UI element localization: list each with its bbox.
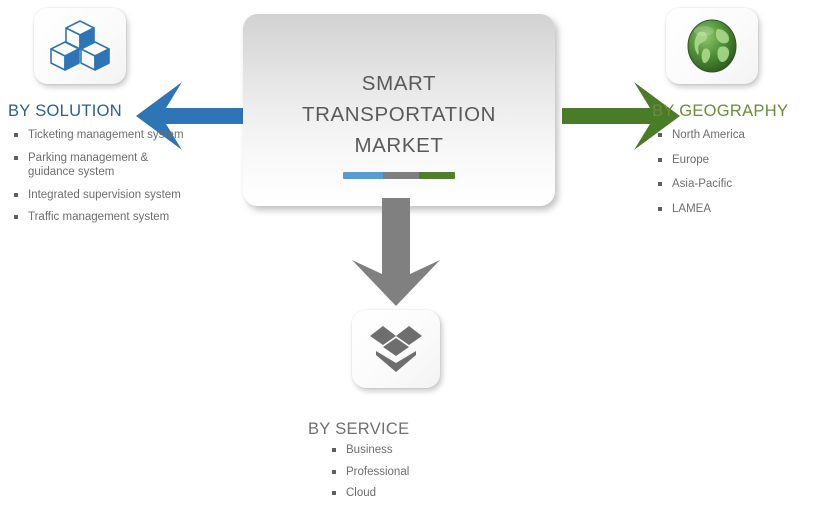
- list-item: Integrated supervision system: [8, 188, 188, 203]
- list-item: Asia-Pacific: [652, 177, 822, 192]
- solution-icon-card: [34, 8, 126, 84]
- accent-segment-gray: [383, 172, 420, 179]
- list-item: Europe: [652, 153, 822, 168]
- list-item: Traffic management system: [8, 210, 188, 225]
- arrow-down-gray: [352, 198, 440, 311]
- gray-open-box-icon: [352, 310, 440, 388]
- list-item: Cloud: [326, 486, 488, 501]
- geography-heading: BY GEOGRAPHY: [652, 102, 789, 120]
- green-globe-icon: [666, 8, 758, 84]
- accent-segment-blue: [343, 172, 384, 179]
- geography-icon-card: [666, 8, 758, 84]
- accent-bar: [343, 172, 455, 179]
- center-market-box: SMART TRANSPORTATION MARKET: [243, 14, 555, 206]
- arrow-right-green: [562, 82, 680, 155]
- service-heading: BY SERVICE: [308, 420, 410, 438]
- service-icon-card: [352, 310, 440, 388]
- solution-heading: BY SOLUTION: [8, 102, 122, 120]
- list-item: Professional: [326, 465, 488, 480]
- branch-solution: BY SOLUTION Ticketing management system …: [8, 102, 188, 233]
- blue-cubes-icon: [34, 8, 126, 84]
- branch-geography: BY GEOGRAPHY North America Europe Asia-P…: [652, 102, 822, 226]
- arrow-left-blue: [136, 82, 254, 155]
- list-item: Parking management & guidance system: [8, 151, 188, 180]
- page-title: SMART TRANSPORTATION MARKET: [301, 72, 497, 157]
- branch-service: BY SERVICE Business Professional Cloud: [308, 420, 488, 508]
- list-item: LAMEA: [652, 202, 822, 217]
- accent-segment-green: [419, 172, 455, 179]
- list-item: Business: [326, 443, 488, 458]
- list-item: North America: [652, 128, 822, 143]
- geography-list: North America Europe Asia-Pacific LAMEA: [652, 128, 822, 216]
- service-list: Business Professional Cloud: [308, 443, 488, 501]
- solution-list: Ticketing management system Parking mana…: [8, 128, 188, 225]
- list-item: Ticketing management system: [8, 128, 188, 143]
